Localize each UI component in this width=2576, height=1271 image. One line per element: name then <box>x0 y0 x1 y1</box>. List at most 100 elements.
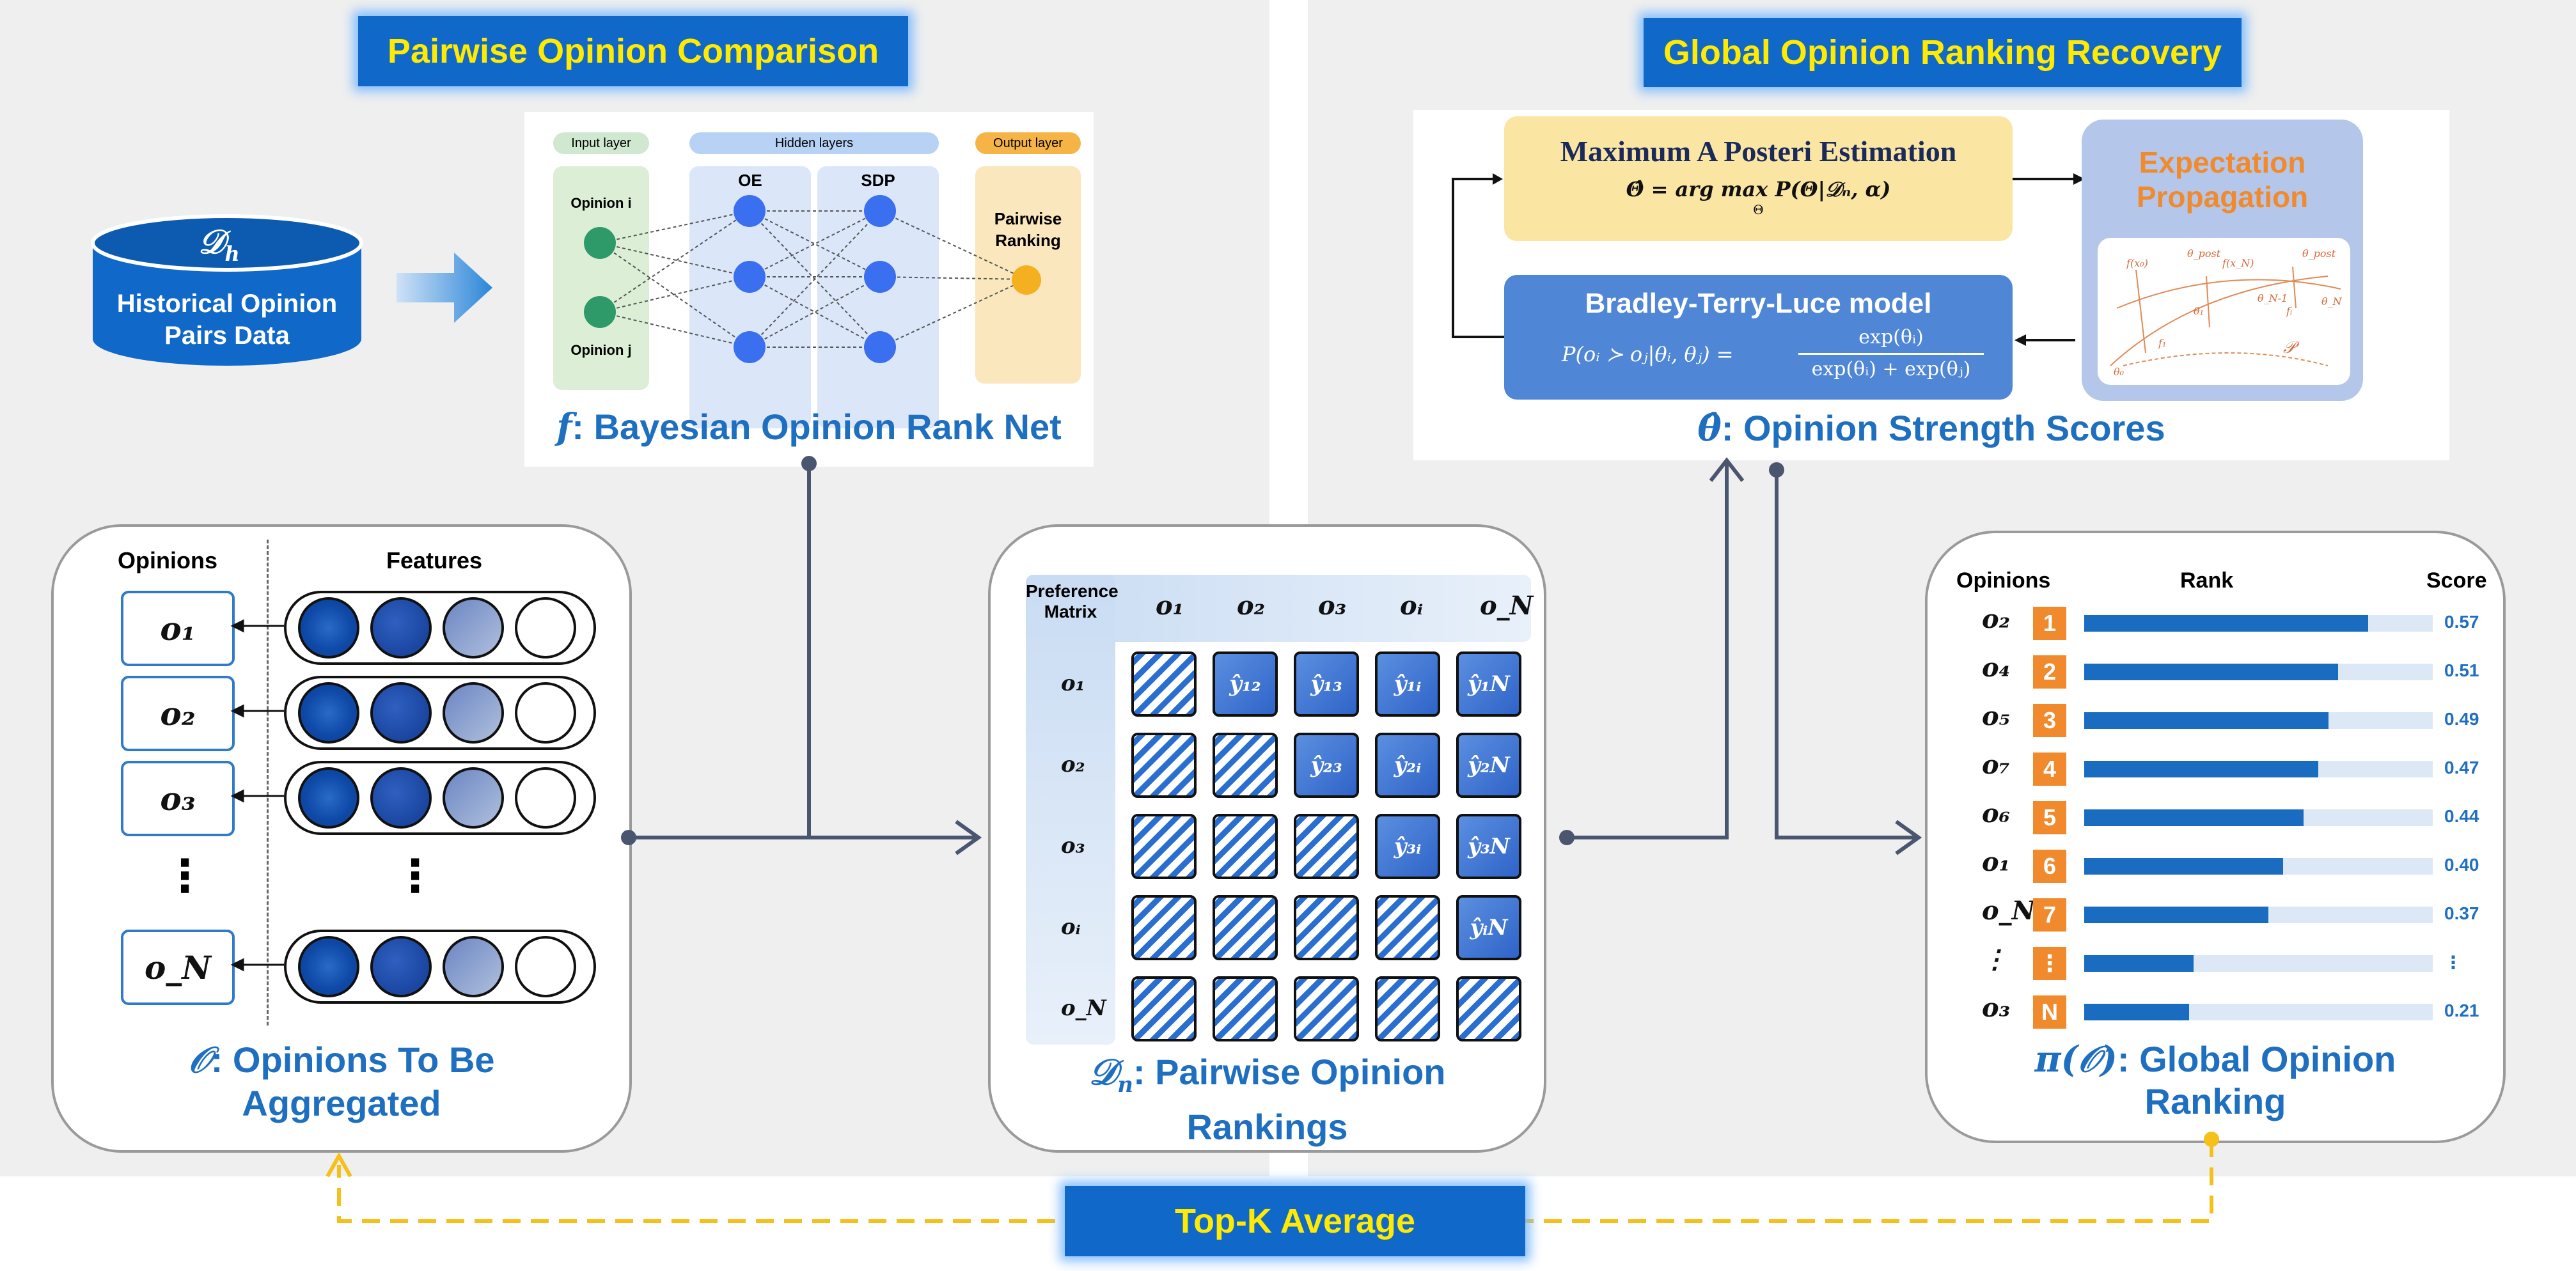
matrix-cell: ŷ₁ᵢ <box>1375 651 1440 717</box>
matrix-cell <box>1294 814 1359 879</box>
estimation-arrows <box>1452 173 2085 346</box>
matrix-cell <box>1294 895 1359 960</box>
score-bar-track <box>2084 712 2433 729</box>
ep-label: θ_N-1 <box>2258 292 2288 304</box>
matrix-col-header: o₂ <box>1237 591 1266 621</box>
feature-vector <box>284 591 596 665</box>
ep-label: f₁ <box>2158 337 2166 349</box>
feature-vector <box>284 761 596 835</box>
opinion-ellipsis: ⋮ <box>162 851 207 901</box>
rank-badge: 3 <box>2033 704 2066 737</box>
score-bar-track <box>2084 907 2433 923</box>
hidden-layers-tag: Hidden layers <box>689 132 939 154</box>
matrix-row-header: o₂ <box>1061 752 1085 777</box>
score-label: 0.21 <box>2444 1001 2479 1020</box>
matrix-cell <box>1131 814 1197 879</box>
sdp-node <box>864 331 896 363</box>
score-label: 0.57 <box>2444 612 2479 632</box>
ranking-opinion: o₅ <box>1982 701 2011 731</box>
ranking-rank-header: Rank <box>2180 568 2234 593</box>
matrix-row-header: o_N <box>1061 995 1106 1021</box>
rank-badge: ⋮ <box>2033 947 2066 980</box>
output-node <box>1012 265 1041 295</box>
ranking-opinion: o₂ <box>1982 604 2011 634</box>
score-bar <box>2084 809 2304 826</box>
score-bar <box>2084 615 2368 632</box>
feature-arrows <box>230 619 284 972</box>
score-bar-track <box>2084 615 2433 632</box>
ep-label: f(x_N) <box>2222 257 2254 269</box>
map-formula: Θ̂ = arg max P(Θ|𝒟ₙ, α) <box>1626 177 1891 201</box>
input-node <box>584 227 616 259</box>
score-bar-track <box>2084 955 2433 972</box>
btl-formula-lhs: P(oᵢ ≻ oⱼ|θᵢ, θⱼ) = <box>1562 342 1734 366</box>
cylinder-shape <box>91 214 363 366</box>
matrix-col-header: o_N <box>1480 591 1534 621</box>
matrix-cell: ŷ₁N <box>1456 651 1521 717</box>
column-divider <box>267 540 269 1025</box>
nn-connections <box>599 210 1027 348</box>
feature-ellipsis: ⋮ <box>393 851 437 901</box>
matrix-row-band <box>1026 575 1115 1045</box>
ranking-score-header: Score <box>2426 568 2487 593</box>
btl-formula-numerator: exp(θᵢ) <box>1858 326 1924 348</box>
db-symbol: 𝒟h <box>198 222 240 266</box>
matrix-col-header: o₃ <box>1318 591 1347 621</box>
score-bar-track <box>2084 809 2433 826</box>
opinion-box: o₁ <box>121 591 235 666</box>
ep-label: f(x₀) <box>2126 257 2148 269</box>
ep-label: θ_N <box>2321 295 2343 308</box>
rank-badge: N <box>2033 995 2066 1029</box>
historical-data-cylinder: 𝒟h Historical Opinion Pairs Data <box>90 211 365 371</box>
opinion-i-label: Opinion i <box>570 195 632 211</box>
matrix-row-header: oᵢ <box>1061 914 1081 940</box>
matrix-cell <box>1213 895 1278 960</box>
matrix-cell: ŷ₁₂ <box>1213 651 1278 717</box>
matrix-cell <box>1131 895 1197 960</box>
score-bar <box>2084 1004 2189 1020</box>
top-k-average-box: Top-K Average <box>1065 1186 1525 1256</box>
matrix-col-header: o₁ <box>1156 591 1184 621</box>
sdp-node <box>864 195 896 227</box>
left-panel-title: Pairwise Opinion Comparison <box>358 16 908 86</box>
rank-badge: 4 <box>2033 752 2066 786</box>
ep-illustration: f(x₀) f(x_N) θ_post θ_post θ₀ θ₁ θ_N-1 θ… <box>2098 238 2350 385</box>
sdp-label: SDP <box>861 171 895 190</box>
rank-badge: 2 <box>2033 655 2066 689</box>
ranking-opinion: o₇ <box>1982 750 2011 780</box>
oe-node <box>734 195 766 227</box>
opinions-card: Opinions Features o₁ o₂ o₃ ⋮ o_N ⋮ 𝒪: Op… <box>51 524 632 1153</box>
matrix-cell <box>1375 976 1440 1041</box>
ep-label: θ_post <box>2302 247 2336 260</box>
ranking-opinion: o₃ <box>1982 993 2011 1023</box>
score-bar <box>2084 955 2194 972</box>
score-bar-track <box>2084 1004 2433 1020</box>
score-label: ⋮ <box>2444 953 2462 972</box>
score-bar <box>2084 761 2318 777</box>
ep-label: θ_post <box>2187 247 2221 260</box>
feature-vector <box>284 930 596 1004</box>
rank-badge: 6 <box>2033 850 2066 883</box>
sdp-node <box>864 261 896 293</box>
ranking-opinion: o₆ <box>1982 799 2011 829</box>
matrix-cell: ŷ₃N <box>1456 814 1521 879</box>
score-label: 0.37 <box>2444 903 2479 923</box>
ep-label: θ₁ <box>2194 305 2204 317</box>
btl-fraction-bar <box>1798 353 1984 355</box>
oe-label: OE <box>738 171 762 190</box>
rank-badge: 5 <box>2033 801 2066 834</box>
score-label: 0.49 <box>2444 709 2479 729</box>
matrix-row-header: o₃ <box>1061 833 1085 859</box>
score-bar <box>2084 712 2329 729</box>
feature-vector <box>284 676 596 750</box>
matrix-cell: ŷ₂N <box>1456 733 1521 798</box>
score-bar <box>2084 858 2283 875</box>
matrix-cell <box>1213 733 1278 798</box>
matrix-cell: ŷ₁₃ <box>1294 651 1359 717</box>
btl-title: Bradley-Terry-Luce model <box>1585 288 1932 319</box>
ep-curve: f(x₀) f(x_N) θ_post θ_post θ₀ θ₁ θ_N-1 θ… <box>2110 247 2343 378</box>
matrix-cell <box>1131 976 1197 1041</box>
